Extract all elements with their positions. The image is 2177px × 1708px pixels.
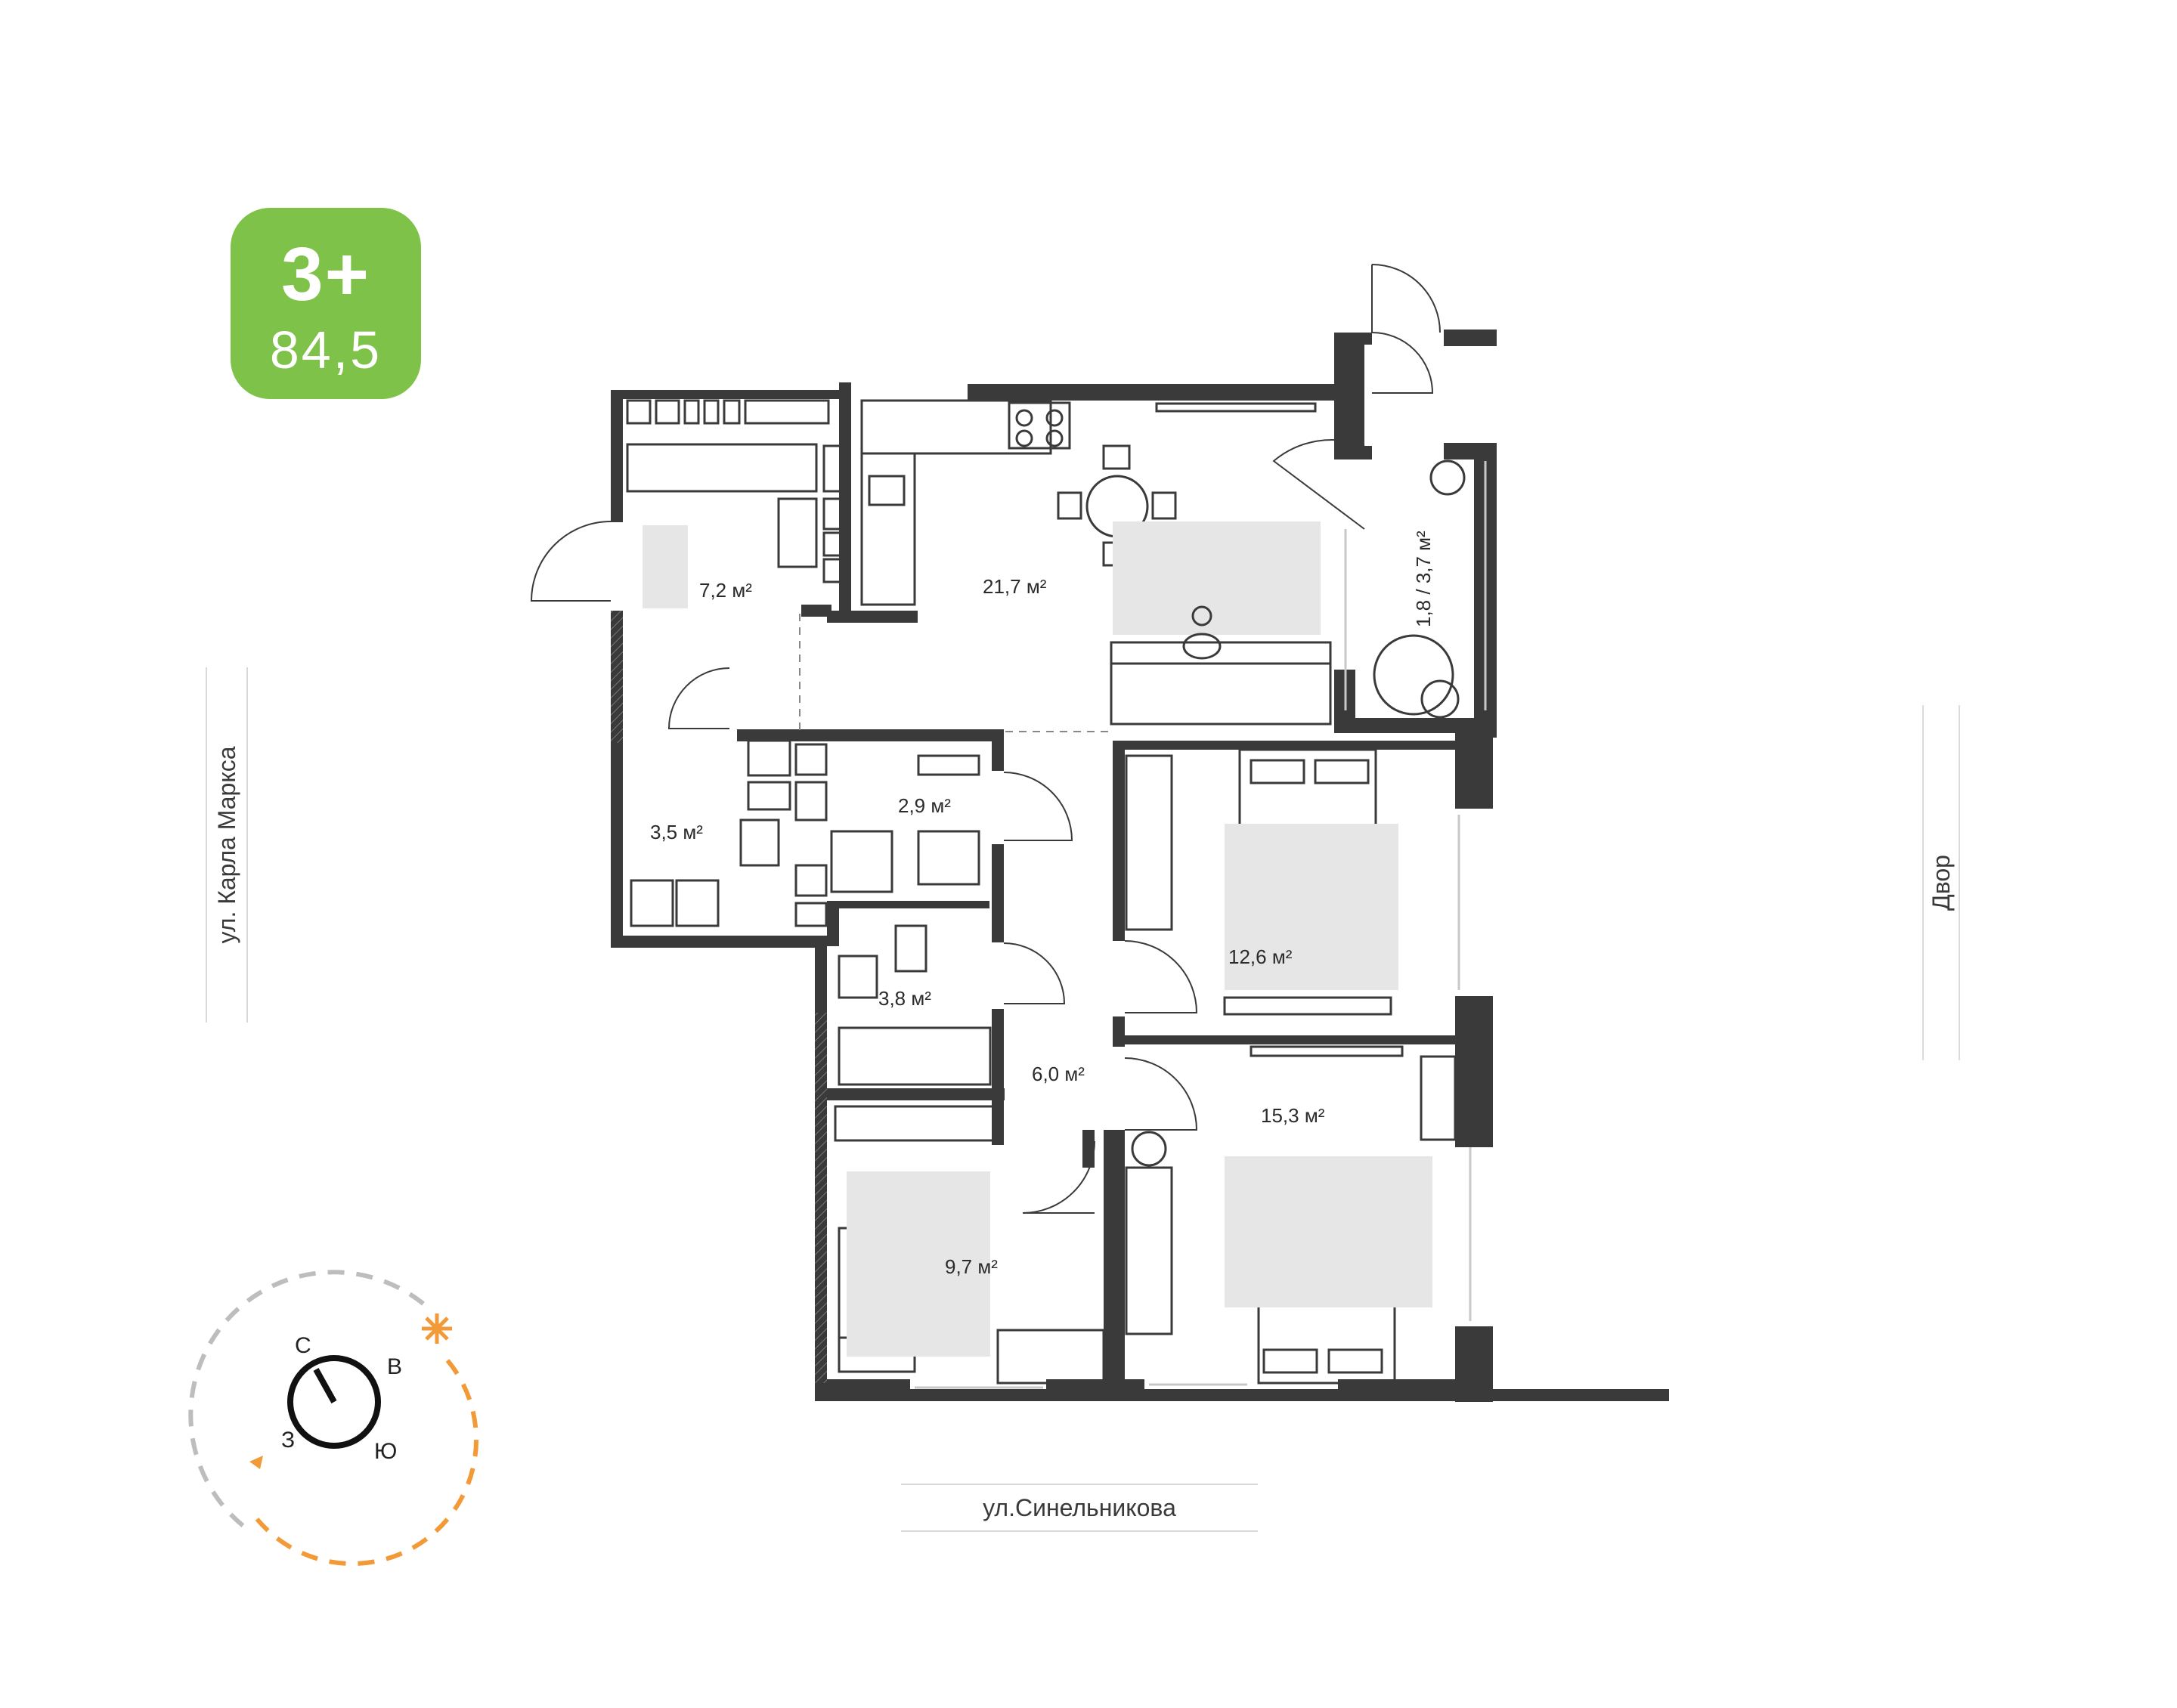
compass-north: С <box>295 1333 311 1358</box>
compass-east: В <box>387 1354 402 1379</box>
compass-icon: С В Ю З <box>188 1270 479 1566</box>
room-label-bedroom-large: 15,3 м² <box>1261 1104 1325 1127</box>
compass-south: Ю <box>374 1439 397 1464</box>
room-label-storage: 3,5 м² <box>650 821 703 843</box>
windows <box>915 461 1487 1389</box>
total-area: 84,5 <box>269 320 382 379</box>
person-icon <box>1182 605 1222 660</box>
room-label-corridor: 6,0 м² <box>1032 1063 1085 1085</box>
street-right: Двор <box>1922 705 1960 1060</box>
room-label-wc: 2,9 м² <box>898 794 951 817</box>
rugs <box>643 521 1432 1357</box>
room-label-bedroom-small: 9,7 м² <box>945 1255 998 1278</box>
room-label-bathroom: 3,8 м² <box>878 987 931 1010</box>
compass-west: З <box>281 1428 295 1453</box>
street-bottom: ул.Синельникова <box>901 1484 1258 1532</box>
hatched-walls <box>611 611 827 1383</box>
room-label-balcony: 1,8 / 3,7 м² <box>1412 531 1435 627</box>
doors <box>530 264 1441 1214</box>
room-label-bedroom-master: 12,6 м² <box>1228 945 1293 968</box>
apartment-badge: 3+ 84,5 <box>231 208 421 399</box>
sun-icon <box>422 1313 452 1344</box>
room-label-hall: 7,2 м² <box>699 579 752 602</box>
furniture <box>626 399 1460 1385</box>
plant-icon <box>1131 459 1466 1167</box>
room-count: 3+ <box>280 232 370 317</box>
zone-lines <box>799 614 1111 732</box>
room-label-kitchen: 21,7 м² <box>983 575 1047 598</box>
street-left: ул. Карла Маркса <box>206 667 248 1023</box>
